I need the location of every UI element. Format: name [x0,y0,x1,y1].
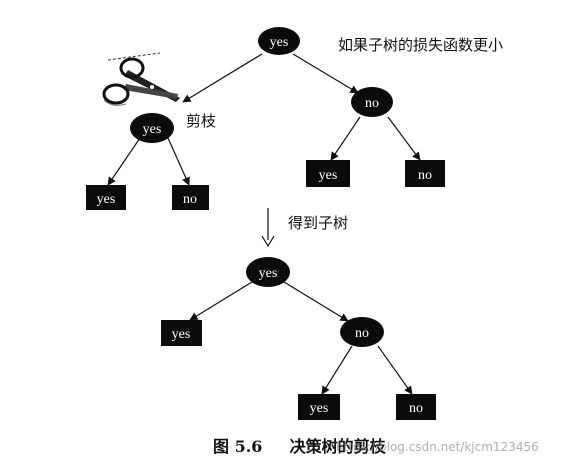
top-edge-root-left [182,53,263,103]
prune-annotation: 剪枝 [186,112,217,130]
top-leaf-right-yes-label: yes [319,168,338,183]
top-root-node: yes [258,27,300,55]
top-edge-left-yes [107,137,141,186]
result-annotation: 得到子树 [288,214,349,232]
bottom-leaf-left-yes: yes [161,320,202,346]
bottom-right-internal-label: no [355,326,369,341]
top-left-internal-node: yes [130,113,174,143]
top-right-internal-node: no [351,87,393,117]
condition-annotation: 如果子树的损失函数更小 [338,36,504,54]
bottom-leaf-right-no-label: no [409,401,423,416]
scissors-icon [102,52,180,106]
top-edge-left-no [167,137,190,186]
bottom-edge-root-right [283,281,349,322]
bottom-leaf-right-yes: yes [298,394,340,420]
figure-caption: 图 5.6 决策树的剪枝 [213,433,386,457]
top-leaf-left-no-label: no [183,192,197,207]
top-tree: yes yes no yes no yes [86,27,445,210]
bottom-leaf-left-yes-label: yes [172,327,191,342]
top-right-internal-label: no [365,96,379,111]
bottom-root-node: yes [246,257,290,287]
top-left-internal-label: yes [143,122,162,137]
top-leaf-left-no: no [172,185,209,210]
top-leaf-right-no-label: no [418,168,432,183]
top-leaf-right-no: no [405,160,445,187]
top-edge-right-yes [330,116,361,161]
bottom-edge-root-left [189,281,253,321]
bottom-right-internal-node: no [340,317,384,347]
top-edge-right-no [387,116,421,161]
figure-number: 图 5.6 [213,437,263,456]
bottom-leaf-right-no: no [396,394,436,420]
bottom-root-label: yes [259,266,278,281]
bottom-tree: yes no yes yes no [161,257,436,420]
top-leaf-right-yes: yes [306,160,350,187]
top-edge-root-right [292,53,359,94]
top-root-label: yes [270,35,289,50]
bottom-edge-right-no [377,345,413,395]
figure-title: 决策树的剪枝 [289,437,386,456]
bottom-leaf-right-yes-label: yes [310,401,329,416]
down-arrow-icon [261,208,275,248]
top-leaf-left-yes-label: yes [97,192,116,207]
bottom-edge-right-yes [321,345,353,395]
watermark: https://blog.csdn.net/kjcm123456 [336,440,539,454]
top-leaf-left-yes: yes [86,185,126,210]
